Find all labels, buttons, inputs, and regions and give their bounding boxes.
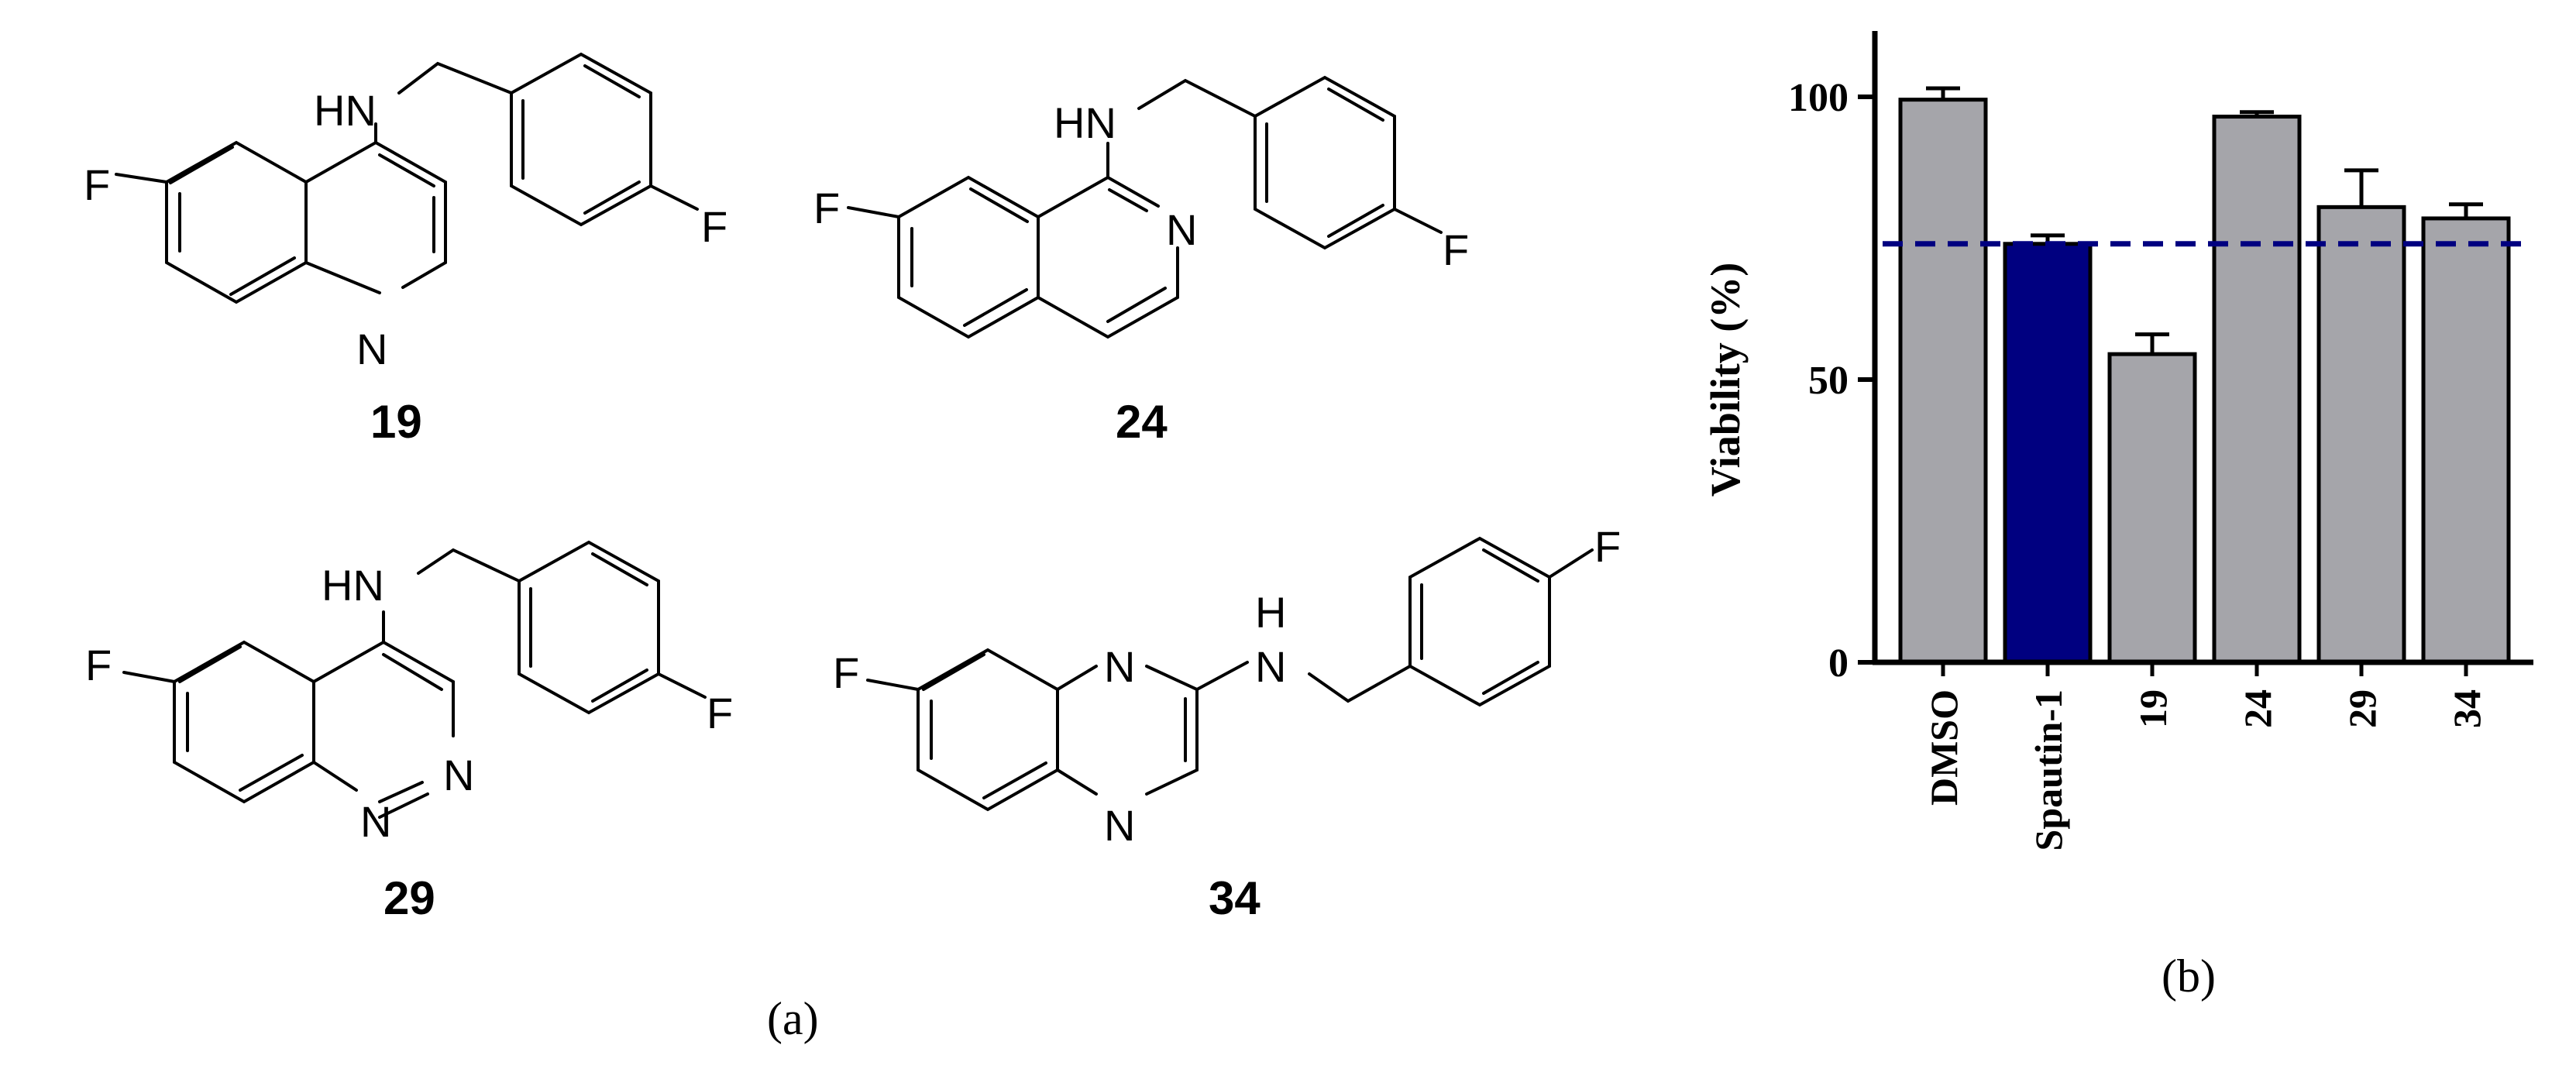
panel-label-b: (b) [2162, 950, 2216, 1002]
compound-label-24: 24 [1116, 396, 1168, 448]
structure-29: F HN N N F 29 [85, 540, 733, 924]
atom-n: N [356, 325, 387, 373]
atom-f-right: F [1443, 225, 1469, 274]
atom-n: N [443, 751, 474, 799]
compound-label-34: 34 [1209, 872, 1260, 924]
x-tick-label-spautin-1: Spautin-1 [2027, 689, 2070, 851]
bars-layer [1898, 98, 2511, 665]
atom-n: N [360, 797, 391, 846]
atom-n: N [1104, 801, 1135, 850]
atom-n: N [1166, 205, 1197, 254]
atom-f-left: F [84, 160, 110, 209]
atom-f-right: F [701, 202, 727, 251]
atom-f-right: F [1594, 522, 1621, 571]
atom-f-left: F [813, 184, 840, 232]
x-tick-label-dmso: DMSO [1922, 689, 1966, 806]
bar-spautin-1 [2003, 242, 2093, 665]
bar-dmso [1898, 98, 1988, 665]
x-tick-label-29: 29 [2340, 689, 2384, 728]
error-bars-layer [1883, 86, 2530, 355]
atom-nh: HN [322, 561, 384, 610]
structure-24: F HN N F 24 [813, 75, 1469, 448]
bar-29 [2316, 205, 2406, 665]
atom-f-left: F [85, 641, 112, 689]
structure-19: F HN N F 19 [84, 52, 727, 448]
compound-label-19: 19 [370, 396, 422, 448]
structure-34: F N N H N F 34 [833, 522, 1621, 924]
atom-n: N [1104, 642, 1135, 691]
y-tick-label: 50 [1808, 359, 1849, 403]
y-tick-label: 0 [1828, 641, 1849, 686]
atom-nh: HN [314, 86, 377, 135]
x-tick-label-19: 19 [2131, 689, 2175, 728]
bar-19 [2107, 352, 2197, 665]
axes-layer [1858, 31, 2533, 676]
y-tick-label: 100 [1788, 76, 1849, 120]
bar-24 [2212, 115, 2302, 665]
atom-nh-n: N [1255, 642, 1286, 691]
y-axis-title: Viability (%) [1702, 263, 1749, 497]
x-tick-label-34: 34 [2445, 689, 2488, 728]
atom-f-right: F [707, 689, 733, 737]
atom-f-left: F [833, 648, 859, 697]
panel-label-a: (a) [767, 993, 819, 1044]
atom-nh: HN [1054, 98, 1116, 147]
compound-label-29: 29 [383, 872, 435, 924]
atom-nh-h: H [1255, 588, 1286, 637]
bar-34 [2421, 216, 2511, 665]
x-tick-label-24: 24 [2236, 689, 2279, 728]
